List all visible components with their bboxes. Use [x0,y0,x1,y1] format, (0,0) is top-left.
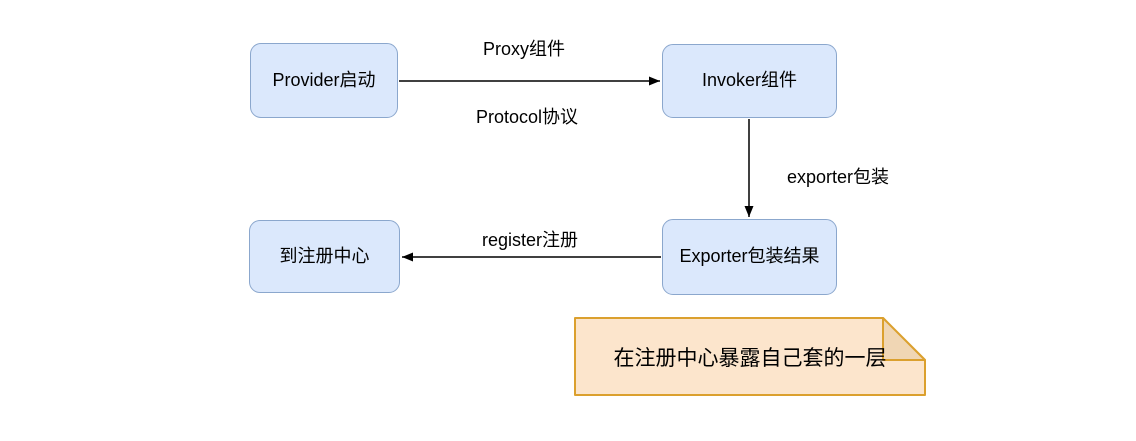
note-text: 在注册中心暴露自己套的一层 [613,346,887,370]
node-to-registry-center: 到注册中心 [249,220,400,293]
note-fold-corner-icon [882,317,926,361]
note-shape [574,317,926,396]
edge-label-register: register注册 [481,230,579,250]
edge-label-protocol: Protocol协议 [475,107,579,127]
node-exporter-wrap-result: Exporter包装结果 [662,219,837,295]
node-provider-start: Provider启动 [250,43,398,118]
edge-label-exporter-wrap: exporter包装 [786,167,890,187]
edge-label-proxy-component: Proxy组件 [482,39,566,59]
node-invoker-component: Invoker组件 [662,44,837,118]
